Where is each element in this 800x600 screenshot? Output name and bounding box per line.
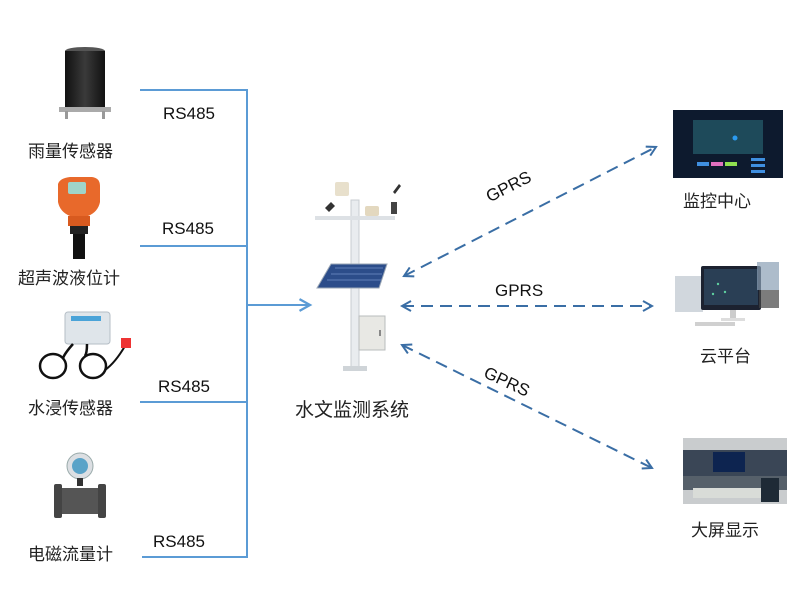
sensor-flowmeter: 电磁流量计 bbox=[28, 448, 170, 568]
output-cloud: 云平台 bbox=[670, 262, 790, 367]
big-screen-control-room-icon bbox=[683, 438, 787, 504]
sensor-label-flowmeter: 电磁流量计 bbox=[28, 545, 113, 565]
sensor-ultrasonic: 超声波液位计 bbox=[18, 172, 170, 292]
sensor-label-rain: 雨量传感器 bbox=[28, 142, 113, 162]
gprs-arrow-monitor bbox=[404, 147, 656, 276]
output-bigscreen: 大屏显示 bbox=[670, 438, 790, 541]
sensor-water-leak: 水浸传感器 bbox=[28, 308, 170, 423]
output-label-monitor: 监控中心 bbox=[683, 192, 751, 212]
output-label-cloud: 云平台 bbox=[700, 347, 751, 367]
water-leak-sensor-icon bbox=[38, 311, 131, 380]
rain-gauge-icon bbox=[59, 47, 111, 119]
sensor-rain: 雨量传感器 bbox=[28, 40, 150, 165]
protocol-label-flowmeter: RS485 bbox=[153, 532, 205, 551]
protocol-label-water-leak: RS485 bbox=[158, 377, 210, 396]
sensor-label-water-leak: 水浸传感器 bbox=[28, 399, 113, 419]
protocol-label-ultrasonic: RS485 bbox=[162, 219, 214, 238]
output-monitor: 监控中心 bbox=[670, 110, 790, 212]
cloud-platform-computer-icon bbox=[675, 262, 779, 326]
ultrasonic-level-meter-icon bbox=[58, 177, 100, 259]
center-station: 水文监测系统 bbox=[295, 170, 455, 421]
gprs-label-cloud: GPRS bbox=[495, 281, 544, 300]
center-label: 水文监测系统 bbox=[295, 399, 410, 421]
monitoring-screen-icon bbox=[673, 110, 783, 178]
electromagnetic-flowmeter-icon bbox=[54, 452, 106, 518]
monitoring-station-icon bbox=[315, 182, 401, 371]
output-label-bigscreen: 大屏显示 bbox=[691, 521, 759, 541]
gprs-arrow-bigscreen bbox=[402, 345, 652, 468]
sensor-label-ultrasonic: 超声波液位计 bbox=[18, 269, 120, 289]
protocol-label-rain: RS485 bbox=[163, 104, 215, 123]
